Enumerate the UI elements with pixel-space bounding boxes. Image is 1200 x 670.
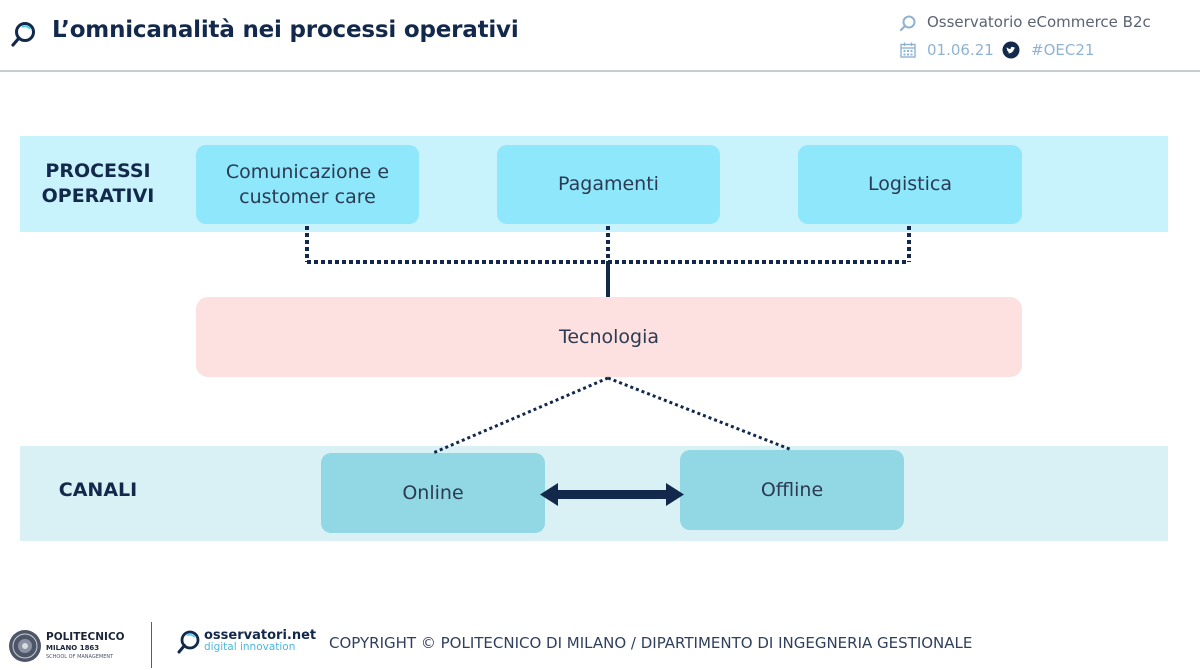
osservatori-logo-icon [177,630,200,654]
bidirectional-arrow [540,483,684,506]
process-box-logistics: Logistica [798,145,1022,224]
connector-tech-online [432,376,609,455]
channel-box-online: Online [321,453,545,533]
search-icon [899,15,916,32]
process-label-communication: Comunicazione e customer care [225,160,390,208]
polimi-seal-icon [9,630,41,662]
polimi-city: MILANO 1863 [46,644,100,652]
polimi-name: POLITECNICO [46,631,125,643]
process-band-label: PROCESSI OPERATIVI [41,160,155,207]
channel-band-label: CANALI [58,479,138,501]
process-label-logistics: Logistica [868,173,952,195]
header-divider [0,70,1200,72]
calendar-icon [900,42,916,58]
channel-label-online: Online [402,481,464,504]
osservatori-name: osservatori.net [204,628,317,643]
osservatori-tagline: digital innovation [204,641,296,653]
channel-box-offline: Offline [680,450,904,530]
process-box-communication: Comunicazione e customer care [196,145,419,224]
hashtag-label: #OEC21 [1031,41,1095,59]
page-title: L’omnicanalità nei processi operativi [52,17,519,43]
connector-tech-offline [607,376,793,452]
technology-box: Tecnologia [196,297,1022,377]
observatory-label: Osservatorio eCommerce B2c [927,13,1151,31]
copyright-text: COPYRIGHT © POLITECNICO DI MILANO / DIPA… [329,634,973,652]
twitter-icon [1002,41,1020,59]
magnifier-logo-icon [11,22,35,47]
process-box-payments: Pagamenti [497,145,720,224]
date-label: 01.06.21 [927,41,994,59]
polimi-school: SCHOOL OF MANAGEMENT [46,654,114,660]
process-label-payments: Pagamenti [558,173,659,195]
footer-divider [151,622,152,668]
channel-label-offline: Offline [760,478,824,501]
technology-label: Tecnologia [558,325,660,348]
